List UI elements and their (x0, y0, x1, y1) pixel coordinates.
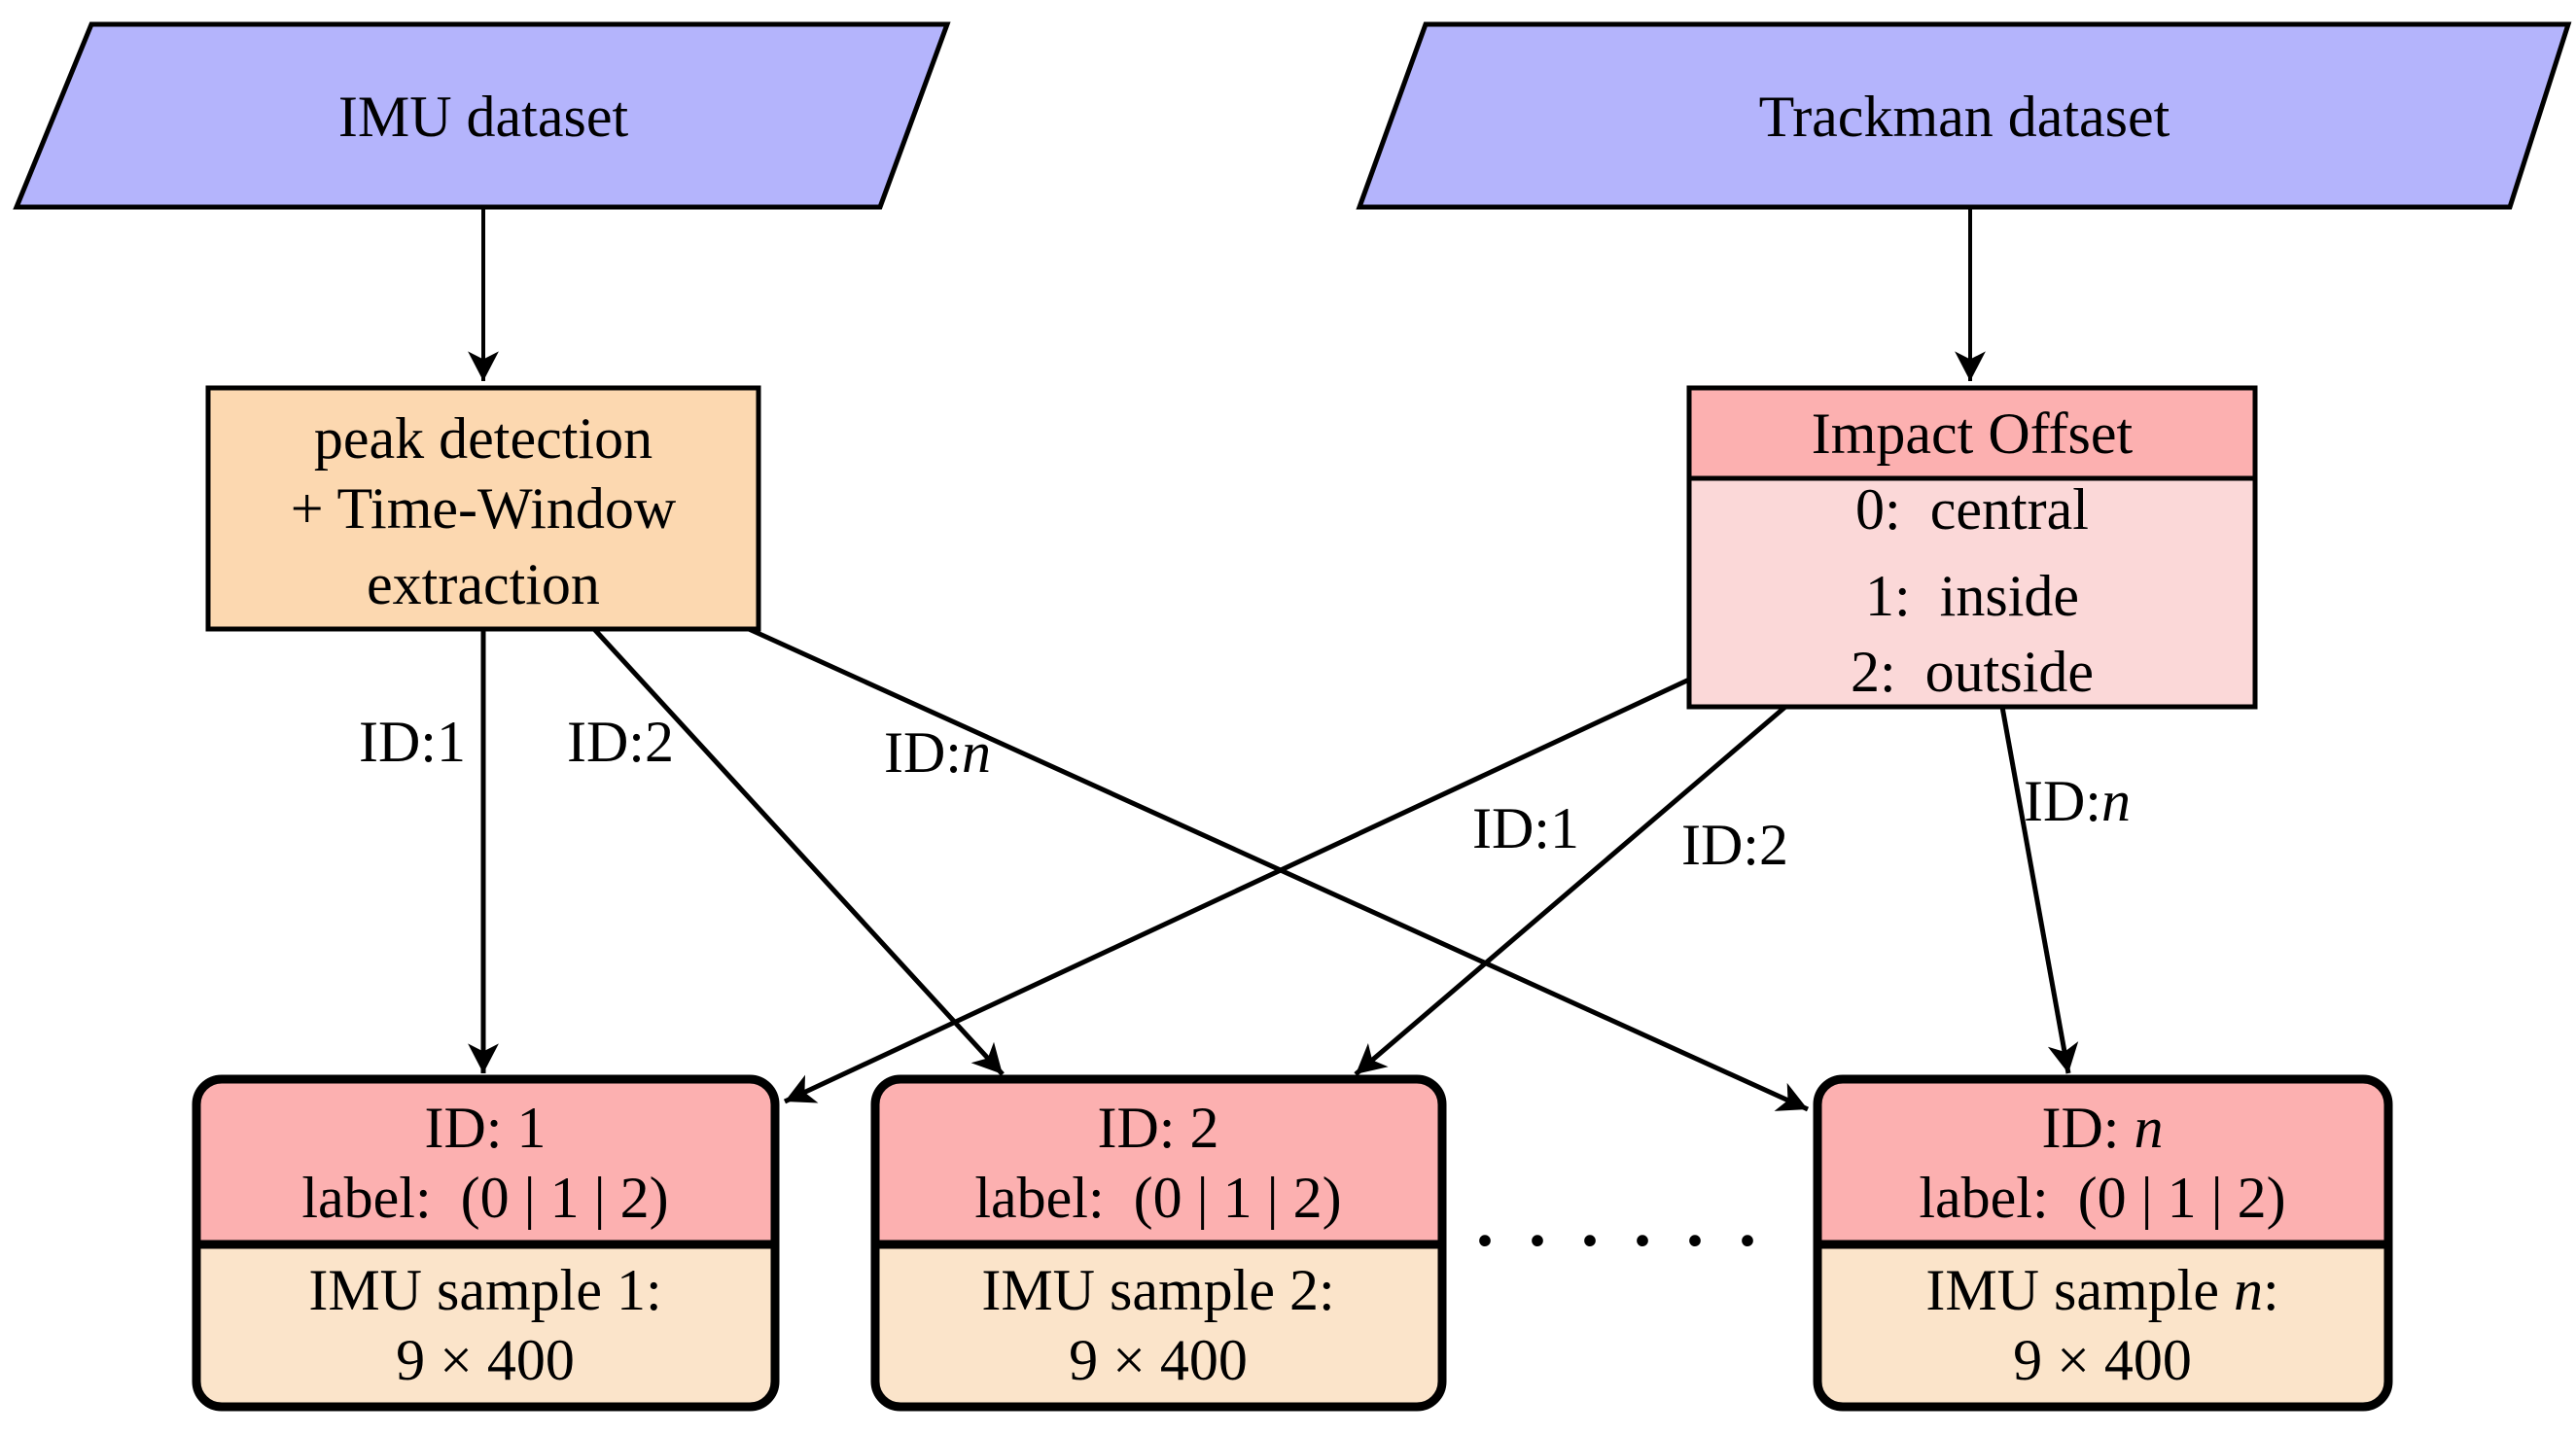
sample1-id-line: ID: 1 (425, 1096, 547, 1160)
edge-label-left-id2: ID:2 (567, 710, 674, 774)
sample2-header (875, 1079, 1442, 1244)
impact-offset-row-outside: 2: outside (1851, 640, 2094, 704)
sample-node-n: ID: n label: (0 | 1 | 2) IMU sample n: 9… (1813, 1074, 2393, 1412)
peak-detection-line1: peak detection (314, 406, 653, 471)
peak-detection-shape (205, 385, 761, 632)
edge-label-right-idn: ID:n (2024, 769, 2131, 833)
sample-n-border (1813, 1074, 2393, 1412)
peak-detection-line3: extraction (367, 552, 600, 616)
sample1-header (196, 1079, 775, 1244)
edge-label-right-id1: ID:1 (1472, 796, 1579, 860)
edge-labels: ID:1 ID:2 ID:n ID:1 ID:2 ID:n (359, 710, 2131, 877)
trackman-dataset-label: Trackman dataset (1759, 85, 2170, 149)
sample1-border (192, 1074, 780, 1412)
sample1-label-line: label: (0 | 1 | 2) (301, 1166, 668, 1230)
sample1-body-line: IMU sample 1: (308, 1258, 661, 1322)
impact-offset-node: Impact Offset 0: central 1: inside 2: ou… (1686, 385, 2258, 710)
sample-n-header (1817, 1079, 2388, 1244)
sample2-label-line: label: (0 | 1 | 2) (974, 1166, 1341, 1230)
trackman-dataset-node: Trackman dataset (1356, 21, 2572, 210)
sample2-body-line: IMU sample 2: (981, 1258, 1334, 1322)
imu-dataset-node: IMU dataset (13, 21, 951, 210)
sample-n-dims-line: 9 × 400 (2013, 1328, 2192, 1392)
sample-n-label-line: label: (0 | 1 | 2) (1919, 1166, 2285, 1230)
edge-label-left-id1: ID:1 (359, 710, 466, 774)
peak-detection-line2: + Time-Window (291, 476, 677, 541)
arrow-process-to-sample2 (592, 627, 1005, 1076)
sample-node-2: ID: 2 label: (0 | 1 | 2) IMU sample 2: 9… (870, 1074, 1447, 1412)
imu-dataset-shape (13, 21, 951, 210)
peak-detection-node: peak detection + Time-Window extraction (205, 385, 761, 632)
impact-offset-row-central: 0: central (1855, 477, 2089, 542)
ellipsis-dots: · · · · · · (1473, 1202, 1765, 1279)
trackman-dataset-shape (1356, 21, 2572, 210)
arrow-impact-to-sample-n (1999, 706, 2079, 1074)
edge-label-right-id2: ID:2 (1681, 813, 1788, 877)
sample2-border (870, 1074, 1447, 1412)
sample-node-1: ID: 1 label: (0 | 1 | 2) IMU sample 1: 9… (192, 1074, 780, 1412)
sample2-id-line: ID: 2 (1098, 1096, 1219, 1160)
impact-offset-header (1689, 388, 2255, 478)
impact-offset-row-inside: 1: inside (1865, 564, 2079, 628)
sample-n-body-line: IMU sample n: (1925, 1258, 2278, 1322)
sample-n-body (1817, 1244, 2388, 1407)
arrow-impact-to-sample1 (783, 677, 1691, 1104)
edge-label-left-idn: ID:n (884, 720, 991, 785)
sample1-dims-line: 9 × 400 (396, 1328, 575, 1392)
sample-n-id-line: ID: n (2042, 1096, 2164, 1160)
arrow-impact-to-sample2 (1354, 705, 1787, 1076)
sample2-body (875, 1244, 1442, 1407)
sample2-dims-line: 9 × 400 (1069, 1328, 1248, 1392)
imu-dataset-label: IMU dataset (338, 85, 629, 149)
impact-offset-title: Impact Offset (1812, 402, 2134, 466)
impact-offset-border (1686, 385, 2258, 710)
edges (468, 207, 2079, 1112)
sample1-body (196, 1244, 775, 1407)
